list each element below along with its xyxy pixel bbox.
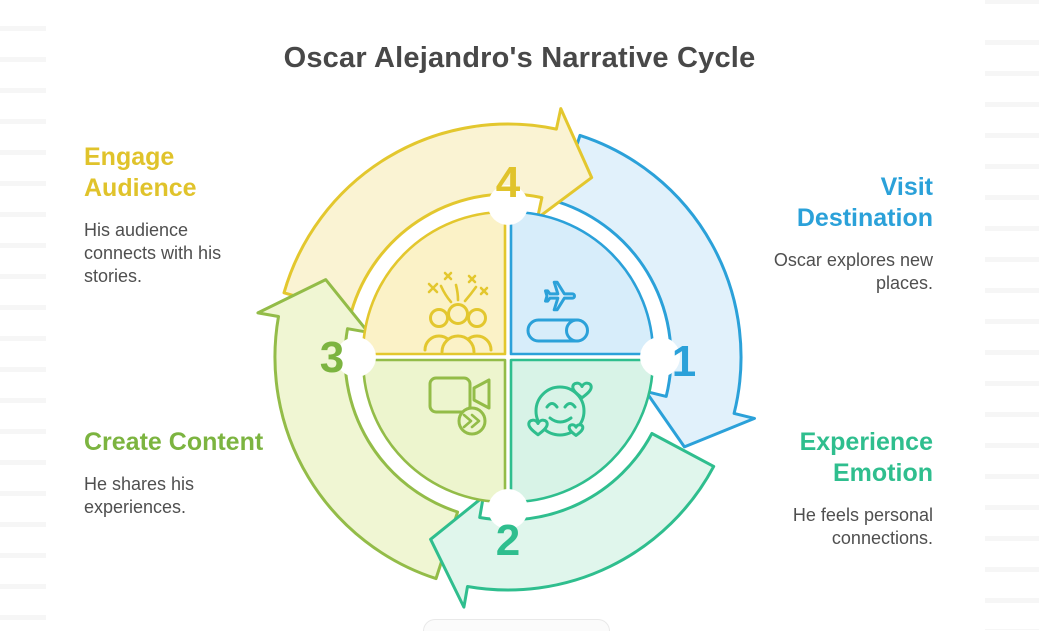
- quadrant-notches: [336, 185, 680, 529]
- step-number-1: 1: [672, 337, 696, 386]
- step-number-3: 3: [320, 333, 344, 382]
- cycle-arrow-step-3: [256, 278, 460, 581]
- airplane-glyph: [546, 282, 575, 310]
- step-title: Create Content: [84, 428, 264, 456]
- notch-circle: [488, 185, 528, 225]
- label-experience-emotion: Experience Emotion He feels personal con…: [748, 427, 933, 550]
- step-description: His audience connects with his stories.: [84, 220, 222, 287]
- cycle-arrow-step-1: [556, 133, 756, 449]
- label-create-content: Create Content He shares his experiences…: [84, 427, 284, 519]
- inner-quadrants: [361, 210, 655, 504]
- step-description: He feels personal connections.: [792, 505, 933, 549]
- smiling-face-hearts-icon: [529, 383, 591, 435]
- cycle-arrow-step-2: [429, 432, 716, 609]
- step-description: Oscar explores new places.: [773, 250, 933, 294]
- airplane-mode-icon: [528, 282, 588, 341]
- notch-circle: [336, 337, 376, 377]
- step-number-2: 2: [496, 516, 520, 565]
- notch-circle: [488, 489, 528, 529]
- label-engage-audience: Engage Audience His audience connects wi…: [84, 142, 244, 288]
- video-camera-icon: [430, 378, 489, 434]
- cycle-arrow-step-4: [282, 107, 594, 314]
- step-number-4: 4: [496, 158, 521, 207]
- step-title: Visit Destination: [796, 173, 933, 232]
- step-description: He shares his experiences.: [84, 474, 195, 518]
- notch-circle: [640, 337, 680, 377]
- label-visit-destination: Visit Destination Oscar explores new pla…: [758, 172, 933, 295]
- page-title: Oscar Alejandro's Narrative Cycle: [283, 42, 756, 74]
- step-title: Experience Emotion: [799, 428, 933, 487]
- audience-celebration-icon: [425, 273, 491, 352]
- bottom-card-edge: [423, 619, 610, 631]
- cycle-arrows: [256, 107, 756, 609]
- step-title: Engage Audience: [84, 143, 197, 202]
